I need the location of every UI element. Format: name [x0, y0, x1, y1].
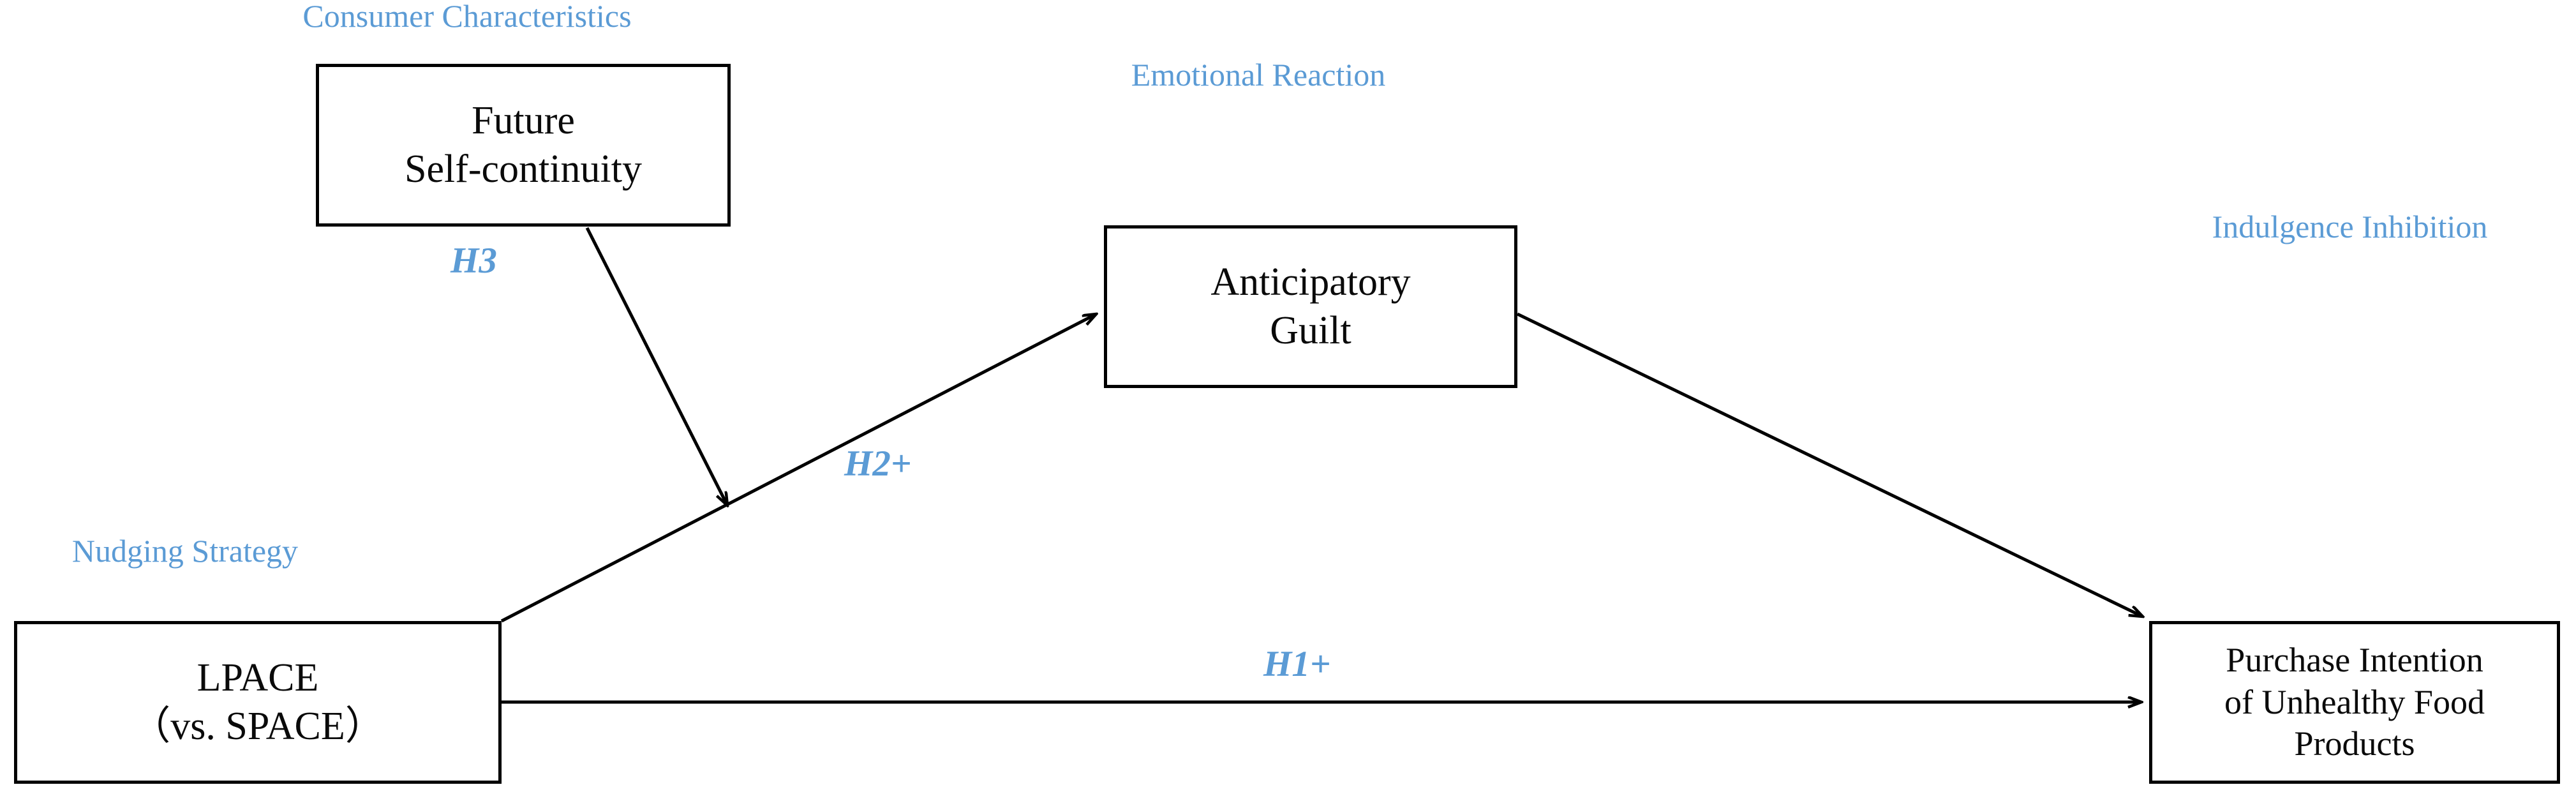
group-label-emotional-reaction: Emotional Reaction	[1131, 57, 1386, 93]
node-intent-line-3: Products	[2294, 724, 2415, 763]
node-lpace-line-1: LPACE	[197, 655, 319, 700]
node-guilt-line-1: Anticipatory	[1210, 260, 1411, 304]
group-label-nudging-strategy: Nudging Strategy	[71, 533, 299, 569]
node-guilt-line-2: Guilt	[1270, 308, 1351, 352]
group-label-consumer-characteristics: Consumer Characteristics	[302, 0, 632, 34]
node-lpace-vs-space: LPACE （vs. SPACE）	[14, 621, 502, 784]
node-purchase-intention: Purchase Intention of Unhealthy Food Pro…	[2149, 621, 2560, 784]
node-fsc-line-2: Self-continuity	[405, 147, 642, 191]
node-future-self-continuity: Future Self-continuity	[316, 64, 731, 227]
edge-guilt-to-intention-line	[1516, 312, 2143, 617]
hypothesis-label-h3: H3	[450, 241, 497, 281]
node-intent-line-1: Purchase Intention	[2226, 640, 2483, 679]
node-anticipatory-guilt: Anticipatory Guilt	[1104, 225, 1517, 388]
node-lpace-line-2: （vs. SPACE）	[131, 704, 385, 748]
hypothesis-label-h2: H2+	[844, 444, 912, 484]
node-intent-line-2: of Unhealthy Food	[2224, 682, 2485, 721]
edge-h2-line	[500, 314, 1096, 623]
edge-h3-line	[585, 227, 727, 505]
group-label-indulgence-inhibition: Indulgence Inhibition	[2212, 209, 2488, 244]
node-fsc-line-1: Future	[472, 98, 575, 142]
hypothesis-label-h1: H1+	[1263, 644, 1331, 684]
